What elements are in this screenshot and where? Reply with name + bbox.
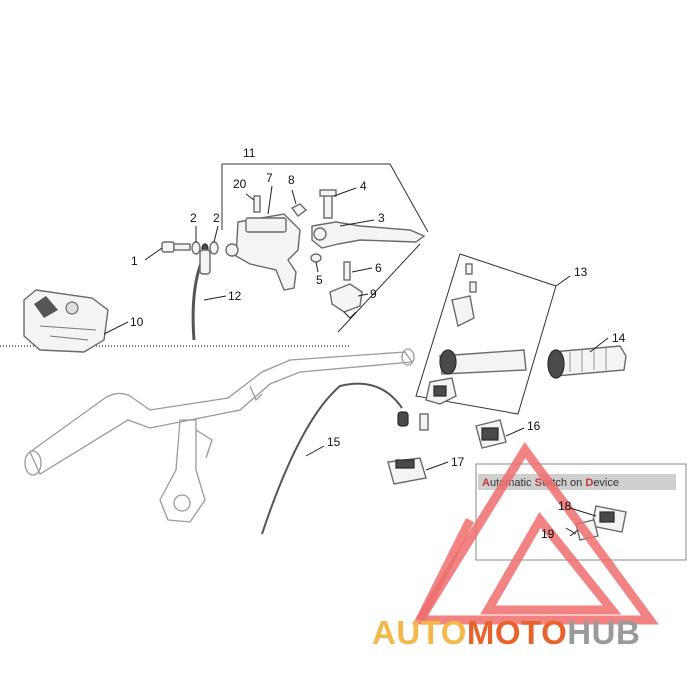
callout-2a: 2: [190, 211, 197, 225]
callout-5: 5: [316, 273, 323, 287]
handlebar: [24, 348, 415, 523]
callout-14: 14: [612, 331, 626, 345]
part-3-lever: [311, 221, 426, 249]
part-20-screw: [253, 195, 261, 213]
leader-lines: [103, 185, 609, 517]
callout-17: 17: [451, 455, 465, 469]
part-10-housing: [23, 289, 109, 353]
part-6-screw: [343, 261, 351, 281]
callout-19: 19: [541, 527, 555, 541]
part-11-group-frame: [222, 163, 429, 233]
part-1-bolt: [161, 241, 191, 253]
part-15-cable: [261, 382, 429, 535]
part-9-switch: [329, 283, 363, 319]
callout-16: 16: [527, 419, 541, 433]
watermark-triangles: [411, 441, 659, 625]
callout-12: 12: [228, 289, 242, 303]
part-17-connector: [387, 457, 427, 485]
part-8-nut: [290, 203, 308, 217]
callout-3: 3: [378, 211, 385, 225]
callout-6: 6: [375, 261, 382, 275]
part-14-grip: [547, 345, 627, 379]
callout-1: 1: [131, 254, 138, 268]
callout-15: 15: [327, 435, 341, 449]
part-4-bolt: [319, 189, 337, 219]
part-16-switch-block: [475, 419, 507, 449]
callout-7: 7: [266, 171, 273, 185]
callout-9: 9: [370, 287, 377, 301]
callout-11: 11: [243, 146, 256, 160]
part-7-master-cylinder: [225, 213, 301, 291]
watermark-logo-text: AUTOMOTOHUB: [372, 614, 641, 651]
callout-labels: 1 2 2 3 4 5 6 7 8 9 10 11 12 13 14 15 16…: [130, 146, 626, 541]
callout-20: 20: [233, 177, 247, 191]
callout-10: 10: [130, 315, 144, 329]
callout-8: 8: [288, 173, 295, 187]
part-13-throttle-housing: [425, 263, 527, 405]
part-13-group-frame: [415, 253, 557, 415]
callout-13: 13: [574, 265, 588, 279]
part-5-nut: [310, 253, 322, 263]
callout-4: 4: [360, 179, 367, 193]
callout-2b: 2: [213, 211, 220, 225]
callout-18: 18: [558, 499, 572, 513]
